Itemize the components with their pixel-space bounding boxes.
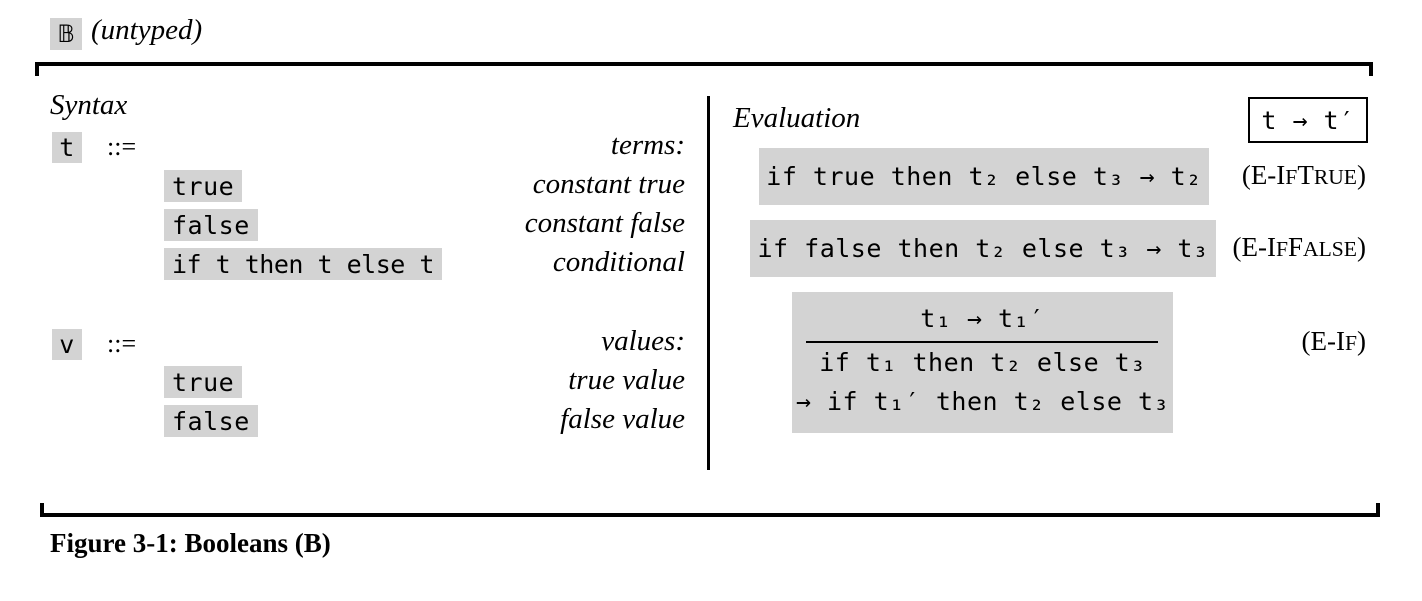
rule-e-if-name: (E-IF) [1301,326,1366,356]
rule-e-iftrue: if true then t₂ else t₃ → t₂ [759,148,1209,205]
term-true-description: constant true [532,168,685,200]
values-metavariable: v [52,329,82,360]
rule-e-if: t₁ → t₁′ if t₁ then t₂ else t₃ → if t₁′ … [792,292,1173,433]
figure-caption: Figure 3-1: Booleans (B) [50,528,331,558]
evaluation-heading: Evaluation [733,102,861,134]
top-bracket-left-tick [35,62,39,76]
term-true: true [164,170,243,202]
term-false-description: constant false [524,207,685,239]
top-bracket [35,62,1373,66]
rule-e-iffalse-name: (E-IFFALSE) [1232,232,1367,262]
terms-defeq: ::= [107,132,137,161]
evaluation-judgment-box: t → t′ [1248,97,1368,143]
column-divider [707,96,710,470]
term-conditional-description: conditional [552,246,685,278]
terms-category: terms: [610,129,685,161]
rule-e-if-conclusion-line2: → if t₁′ then t₂ else t₃ [795,387,1170,416]
value-false: false [164,405,258,437]
bottom-bracket-right-tick [1376,503,1380,517]
values-defeq: ::= [107,329,137,358]
value-true: true [164,366,243,398]
rule-e-if-inference-line [806,341,1158,343]
rule-e-iffalse: if false then t₂ else t₃ → t₃ [750,220,1216,277]
term-conditional: if t then t else t [164,248,442,280]
bottom-bracket [40,513,1380,517]
term-false: false [164,209,258,241]
value-true-description: true value [568,364,685,396]
syntax-heading: Syntax [50,89,128,121]
calculus-label: (untyped) [91,14,203,46]
top-bracket-right-tick [1369,62,1373,76]
terms-metavariable: t [52,132,82,163]
calculus-symbol: 𝔹 [50,18,82,50]
bottom-bracket-left-tick [40,503,44,517]
values-category: values: [601,325,685,357]
rule-e-if-conclusion-line1: if t₁ then t₂ else t₃ [819,348,1146,377]
value-false-description: false value [560,403,685,435]
rule-e-iftrue-name: (E-IFTRUE) [1241,160,1366,190]
rule-e-if-premise: t₁ → t₁′ [920,304,1045,333]
